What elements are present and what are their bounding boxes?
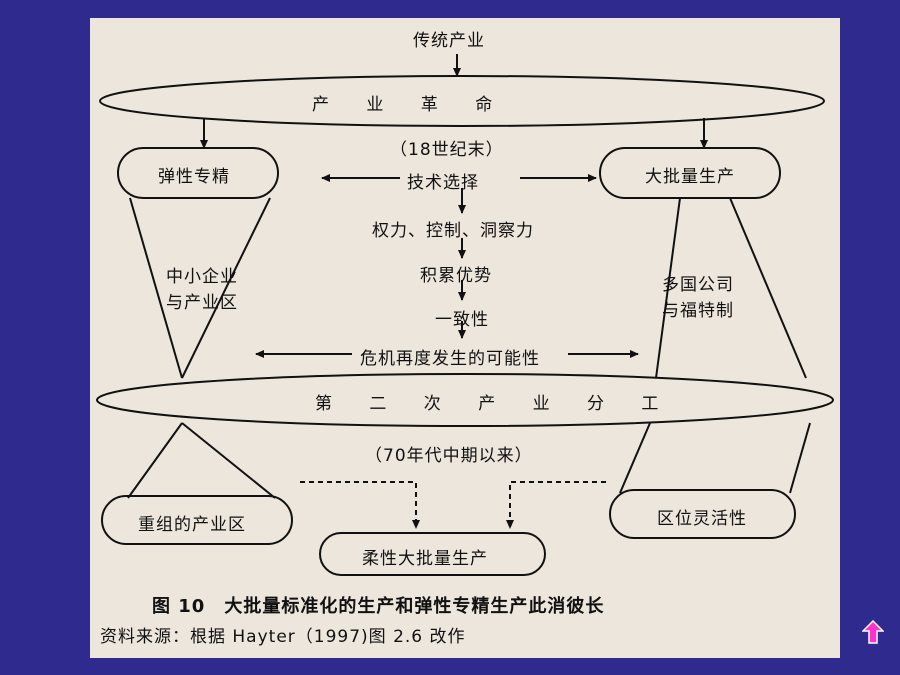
traditional-industry-label: 传统产业 [413,31,485,51]
mass-production-box [599,147,781,199]
late-18th-century-label: （18世纪末） [390,140,504,160]
revolution-ellipse [99,75,825,127]
second-division-ellipse [96,373,834,427]
figure-source: 资料来源：根据 Hayter（1997)图 2.6 改作 [100,627,466,647]
since-mid-70s-label: （70年代中期以来） [365,446,533,466]
accumulated-advantage-label: 积累优势 [420,266,492,286]
sme-industrial-district-label: 中小企业 与产业区 [166,267,238,313]
power-control-insight-label: 权力、控制、洞察力 [372,221,534,241]
restructured-district-box [101,495,293,545]
mass-production-label: 大批量生产 [645,167,735,187]
locational-flexibility-box [609,489,796,539]
locational-flexibility-label: 区位灵活性 [657,509,747,529]
flow-diagram [96,54,834,576]
flexible-mass-production-label: 柔性大批量生产 [362,549,488,569]
crisis-recurrence-label: 危机再度发生的可能性 [360,349,540,369]
flexible-specialization-box [117,147,279,199]
technology-choice-label: 技术选择 [407,173,479,193]
scanned-figure: 传统产业 产 业 革 命 （18世纪末） 弹性专精 大批量生产 技术选择 权力、… [90,18,840,658]
multinational-fordism-label: 多国公司 与福特制 [662,275,734,321]
consistency-label: 一致性 [435,310,489,330]
second-division-label: 第 二 次 产 业 分 工 [315,394,675,414]
up-arrow-icon[interactable] [861,619,885,644]
flexible-specialization-label: 弹性专精 [158,167,230,187]
industrial-revolution-label: 产 业 革 命 [312,95,509,115]
flexible-mass-production-box [319,532,546,576]
restructured-district-label: 重组的产业区 [138,515,246,535]
figure-caption: 图 10 大批量标准化的生产和弹性专精生产此消彼长 [152,596,605,617]
